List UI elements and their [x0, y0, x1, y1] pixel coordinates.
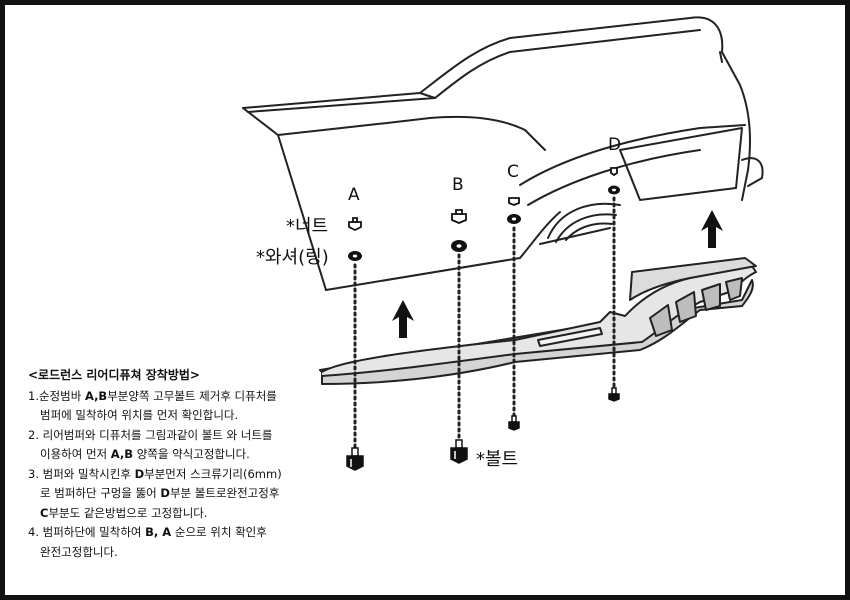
instruction-line: 1.순정범바 A,B부분양쪽 고무볼트 제거후 디퓨처를: [28, 387, 408, 407]
nut-label: *너트: [286, 216, 328, 237]
bolt-label: *볼트: [476, 449, 518, 470]
bolt-icon: [608, 387, 620, 402]
instruction-text: 2. 리어범퍼와 디퓨처를 그림과같이 볼트 와 너트를: [28, 427, 273, 442]
instruction-line: C부분도 같은방법으로 고정합니다.: [28, 504, 408, 524]
instruction-text: A,B: [110, 447, 134, 461]
point-label-b: B: [452, 175, 464, 195]
washers: [348, 185, 620, 261]
instruction-text: 순으로 위치 확인후: [171, 525, 267, 539]
instruction-line: 2. 리어범퍼와 디퓨처를 그림과같이 볼트 와 너트를: [28, 426, 408, 446]
instruction-line: 로 범퍼하단 구멍을 뚫어 D부분 볼트로완전고정후: [28, 484, 408, 504]
instruction-text: C: [40, 505, 49, 520]
nuts: [348, 167, 618, 232]
bolts: [346, 387, 620, 471]
instruction-line: 이용하여 먼저 A,B 양쪽을 약식고정합니다.: [28, 445, 408, 465]
bolt-icon: [450, 439, 468, 464]
up-arrow-icon: [701, 210, 723, 248]
nut-icon: [348, 221, 362, 232]
instruction-text: 양쪽을 약식고정합니다.: [133, 447, 250, 461]
instruction-text: 4. 범퍼하단에 밀착하여: [28, 525, 146, 539]
instruction-text: 완전고정합니다.: [40, 544, 118, 559]
instruction-text: D: [160, 486, 170, 500]
up-arrow-icon: [392, 300, 414, 338]
instruction-line: 3. 범퍼와 밀착시킨후 D부분먼저 스크류기리(6mm): [28, 465, 408, 485]
point-label-c: C: [507, 162, 519, 182]
instruction-step-3: 3. 범퍼와 밀착시킨후 D부분먼저 스크류기리(6mm)로 범퍼하단 구멍을 …: [28, 465, 408, 524]
point-label-d: D: [608, 135, 621, 155]
instructions-title: <로드런스 리어디퓨쳐 장착방법>: [28, 368, 200, 382]
instruction-text: A,B: [84, 388, 108, 403]
instruction-text: 부분 볼트로완전고정후: [169, 486, 280, 500]
instruction-text: 1.순정범바: [28, 388, 85, 403]
car-rear-bumper: [242, 16, 764, 291]
instruction-text: 범퍼에 밀착하여 위치를 먼저 확인합니다.: [40, 408, 239, 422]
point-label-a: A: [348, 185, 360, 205]
instruction-text: 부분도 같은방법으로 고정합니다.: [48, 505, 208, 520]
up-arrows: [392, 210, 723, 338]
washer-label: *와셔(링): [256, 247, 329, 268]
instruction-line: 4. 범퍼하단에 밀착하여 B, A 순으로 위치 확인후: [28, 523, 408, 543]
nut-icon: [455, 209, 463, 215]
bolt-icon: [346, 447, 364, 471]
instruction-text: 3. 범퍼와 밀착시킨후: [28, 466, 135, 481]
nut-icon: [508, 197, 520, 206]
nut-icon: [352, 217, 358, 223]
instruction-text: D: [134, 466, 145, 481]
instruction-text: 부분먼저 스크류기리(6mm): [144, 466, 282, 481]
installation-instructions: <로드런스 리어디퓨쳐 장착방법> 1.순정범바 A,B부분양쪽 고무볼트 제거…: [28, 366, 408, 562]
instruction-line: 완전고정합니다.: [28, 543, 408, 563]
assembly-lines: [353, 196, 616, 454]
bolt-icon: [508, 415, 520, 431]
nut-icon: [610, 167, 618, 177]
instruction-text: 이용하여 먼저: [40, 447, 111, 461]
instruction-text: 부분양쪽 고무볼트 제거후 디퓨처를: [107, 388, 277, 403]
instruction-text: 로 범퍼하단 구멍을 뚫어: [40, 486, 161, 500]
rear-diffuser: [319, 257, 757, 385]
instruction-line: 범퍼에 밀착하여 위치를 먼저 확인합니다.: [28, 406, 408, 426]
nut-icon: [451, 213, 467, 224]
instruction-text: B, A: [145, 525, 172, 539]
